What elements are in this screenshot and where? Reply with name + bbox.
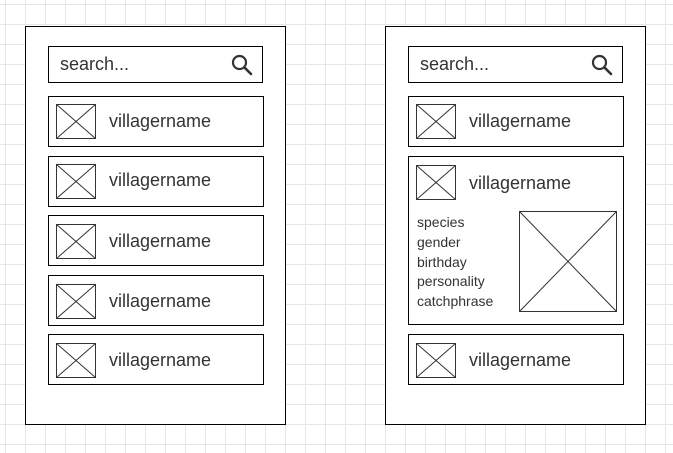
villager-list-item[interactable]: villagername	[48, 96, 264, 147]
villager-name: villagername	[109, 350, 212, 370]
villager-list-item[interactable]: villagername	[48, 215, 264, 266]
villager-image-placeholder-icon	[416, 104, 456, 139]
villager-list-item-expanded[interactable]: villagername species gender birthday per…	[408, 156, 624, 325]
villager-image-placeholder-icon	[56, 284, 96, 319]
search-input[interactable]	[420, 47, 570, 82]
detail-gender: gender	[417, 233, 461, 250]
villager-image-placeholder-icon	[56, 224, 96, 259]
villager-image-placeholder-icon	[416, 343, 456, 378]
search-icon[interactable]	[231, 54, 253, 76]
villager-detail-panel: villagername villagername species gender…	[385, 26, 646, 425]
villager-name: villagername	[469, 173, 572, 193]
villager-name: villagername	[469, 350, 572, 370]
search-box[interactable]	[408, 46, 623, 83]
search-input[interactable]	[60, 47, 210, 82]
detail-catchphrase: catchphrase	[417, 293, 494, 310]
villager-list-item[interactable]: villagername	[408, 334, 624, 385]
villager-name: villagername	[109, 170, 212, 190]
villager-image-placeholder-icon	[56, 104, 96, 139]
villager-name: villagername	[469, 111, 572, 131]
detail-birthday: birthday	[417, 253, 467, 270]
detail-species: species	[417, 214, 465, 230]
detail-personality: personality	[417, 273, 485, 290]
villager-details: species gender birthday personality catc…	[417, 213, 493, 312]
villager-name: villagername	[109, 111, 212, 131]
villager-list-panel: villagername villagername villagername v…	[25, 26, 286, 425]
search-box[interactable]	[48, 46, 263, 83]
search-icon[interactable]	[591, 54, 613, 76]
villager-name: villagername	[109, 291, 212, 311]
villager-image-placeholder-icon	[56, 343, 96, 378]
villager-image-placeholder-icon	[56, 164, 96, 199]
villager-large-image-placeholder-icon	[519, 211, 617, 312]
villager-name: villagername	[109, 231, 212, 251]
villager-list-item[interactable]: villagername	[48, 156, 264, 207]
villager-list-item[interactable]: villagername	[48, 275, 264, 326]
villager-image-placeholder-icon	[416, 165, 456, 200]
villager-list-item[interactable]: villagername	[48, 334, 264, 385]
villager-list-item[interactable]: villagername	[408, 96, 624, 147]
